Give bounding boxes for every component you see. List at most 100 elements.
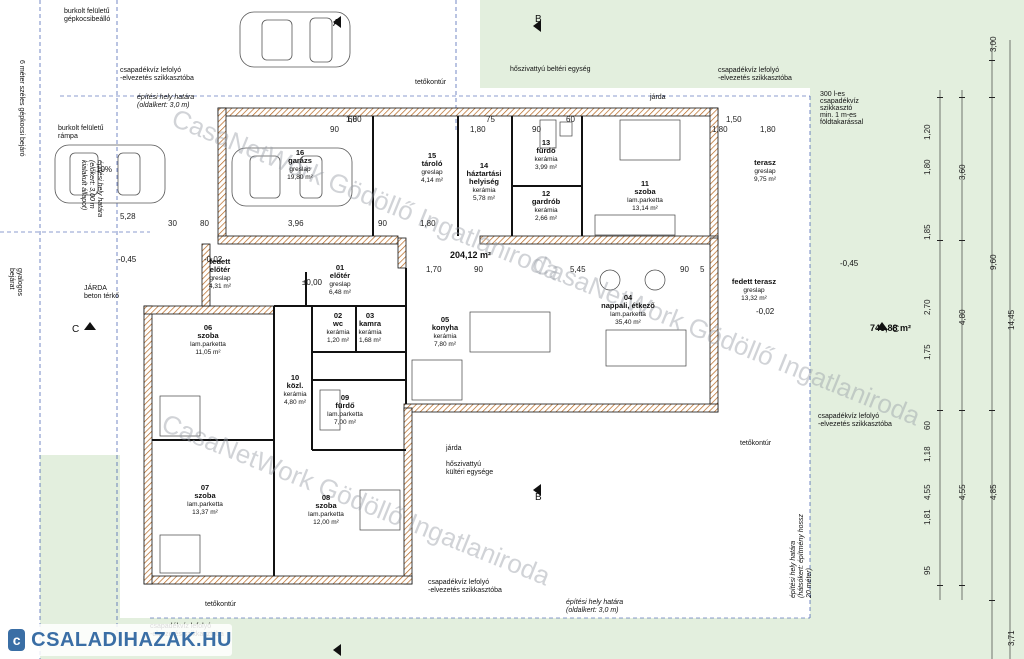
dim-right: 1,20 (923, 124, 932, 140)
building-zone (120, 88, 810, 618)
dim-right: 3,71 (1007, 630, 1016, 646)
svg-text:A: A (333, 18, 340, 29)
jarda-top: járda (649, 94, 666, 101)
dim-inner: 5 (700, 265, 705, 274)
gross-area: 204,12 m² (450, 250, 491, 260)
level-3: -0,45 (840, 259, 859, 268)
dim-ticks (937, 60, 995, 601)
interior-walls (152, 116, 583, 576)
build-limit-left: építési hely határa(előkert: 3,00 mkiala… (80, 160, 103, 217)
car-ramp (54, 144, 166, 204)
dim-top: 60 (348, 115, 357, 124)
driveway-note: 6 méter széles gépkocsi bejáró (18, 60, 25, 157)
dim-right: 60 (923, 421, 932, 430)
dim-right: 4,55 (923, 484, 932, 500)
section-markers: A B C C B (72, 14, 899, 656)
dim-right: 14,45 (1007, 309, 1016, 330)
gutter-note-bottom: csapadékvíz lefolyó-elvezetés szikkasztó… (428, 579, 502, 594)
dim-inner: 5,45 (570, 265, 586, 274)
dim-inner: 1,70 (426, 265, 442, 274)
dim-top: 75 (486, 115, 495, 124)
dim-inner: 90 (474, 265, 483, 274)
dim-top: 1,80 (760, 125, 776, 134)
pedestrian-entry: gyalogosbejárat (8, 268, 23, 297)
dim-right: 95 (923, 566, 932, 575)
dim-top: 1,50 (726, 115, 742, 124)
build-limit-top: építési hely határa(oldalkert: 3,0 m) (137, 94, 194, 109)
dim-right: 1,18 (923, 446, 932, 462)
furniture (159, 119, 687, 574)
dim-top: 90 (532, 125, 541, 134)
exterior-walls (143, 107, 719, 585)
roof-line-left: tetőkontúr (205, 601, 237, 608)
dim-inner: 80 (200, 219, 209, 228)
svg-text:C: C (892, 324, 899, 335)
dim-inner: 3,96 (288, 219, 304, 228)
dim-inner: 90 (680, 265, 689, 274)
dim-top: 1,80 (470, 125, 486, 134)
car-top (239, 11, 351, 68)
build-limit-side: építési hely határa(hátsókert: építmény … (790, 513, 813, 599)
dim-right: 1,75 (923, 344, 932, 360)
dim-inner: 30 (168, 219, 177, 228)
dim-right: 9,60 (989, 254, 998, 270)
roof-line-top: tetőkontúr (415, 79, 447, 86)
jarda-bottom: járda (445, 445, 462, 452)
dim-right: 1,80 (923, 159, 932, 175)
car-garage (231, 147, 353, 207)
svg-text:B: B (535, 492, 542, 503)
dim-top: 1,80 (712, 125, 728, 134)
heat-pump-indoor-note: hőszivattyú beltéri egység (510, 66, 591, 73)
plot-area-label: 746,88 m² (870, 323, 911, 333)
ramp-slope: 10% (96, 165, 112, 174)
svg-text:C: C (72, 324, 79, 335)
dim-inner: 90 (378, 219, 387, 228)
dim-right: 4,55 (958, 484, 967, 500)
level-4: -0,02 (756, 307, 775, 316)
dim-right: 1,81 (923, 509, 932, 525)
dim-right: 4,85 (989, 484, 998, 500)
dim-right: 3,60 (958, 164, 967, 180)
logo-text: CSALADIHAZAK.HU (31, 628, 232, 651)
dim-right: 2,70 (923, 299, 932, 315)
build-limit-rear: építési hely határa(oldalkert: 3,0 m) (566, 599, 623, 614)
gutter-note-right: csapadékvíz lefolyó-elvezetés szikkasztó… (718, 67, 792, 82)
dim-right: 3,00 (989, 36, 998, 52)
roof-line-bottom: tetőkontúr (740, 440, 772, 447)
site-logo: c CSALADIHAZAK.HU (4, 624, 232, 656)
dimension-lines (0, 0, 811, 659)
level-zero: ±0,00 (302, 278, 323, 287)
level-2: -0,02 (204, 255, 223, 264)
dim-top: 1,80 (346, 115, 362, 124)
dim-right: 1,85 (923, 224, 932, 240)
gutter-note-left: csapadékvíz lefolyó-elvezetés szikkasztó… (120, 67, 194, 82)
dim-right: 4,80 (958, 309, 967, 325)
dim-top: 60 (566, 115, 575, 124)
svg-text:B: B (535, 14, 542, 25)
dim-inner: 5,28 (120, 212, 136, 221)
dim-inner: 1,80 (420, 219, 436, 228)
